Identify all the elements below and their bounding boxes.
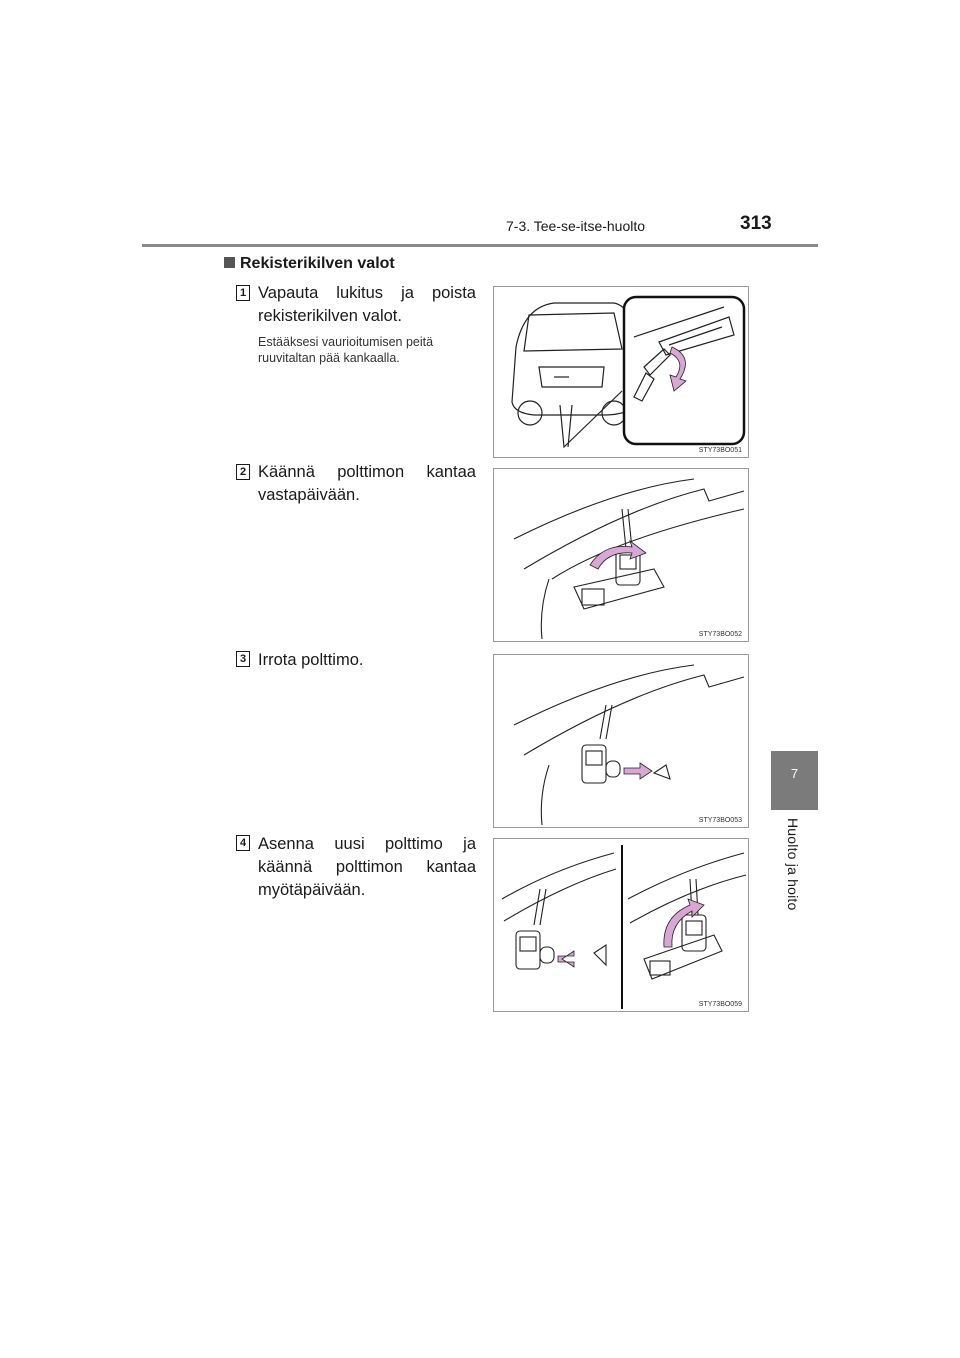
figure-code-2: STY73BO052 bbox=[698, 631, 742, 638]
step-2-text: Käännä polttimon kantaa vastapäivään. bbox=[258, 461, 476, 507]
illustration-remove-bulb bbox=[513, 664, 745, 826]
figure-code-1: STY73BO051 bbox=[698, 447, 742, 454]
step-3-line-1: Irrota polttimo. bbox=[258, 651, 364, 669]
section-title: 7-3. Tee-se-itse-huolto bbox=[506, 218, 646, 234]
step-2-line-2: vastapäivään. bbox=[258, 486, 360, 504]
figure-step-2: STY73BO052 bbox=[493, 468, 749, 642]
page-number: 313 bbox=[740, 213, 772, 234]
step-3-text: Irrota polttimo. bbox=[258, 649, 476, 672]
step-4-line-3: myötäpäivään. bbox=[258, 881, 366, 899]
step-number-4: 4 bbox=[236, 835, 250, 851]
chapter-tab: 7 bbox=[771, 751, 818, 810]
step-1-text: Vapauta lukitus ja poista rekisterikilve… bbox=[258, 282, 476, 328]
figure-step-3: STY73BO053 bbox=[493, 654, 749, 828]
step-2-line-1: Käännä polttimon kantaa bbox=[258, 463, 476, 481]
figure-code-4: STY73BO059 bbox=[698, 1001, 742, 1008]
step-4-line-1: Asenna uusi polttimo ja bbox=[258, 835, 476, 853]
step-4-line-2: käännä polttimon kantaa bbox=[258, 858, 476, 876]
bullet-square-icon bbox=[224, 257, 235, 268]
figure-step-1: STY73BO051 bbox=[493, 286, 749, 458]
figure-code-3: STY73BO053 bbox=[698, 817, 742, 824]
step-number-1: 1 bbox=[236, 285, 250, 301]
section-heading-text: Rekisterikilven valot bbox=[240, 255, 395, 272]
step-number-2: 2 bbox=[236, 464, 250, 480]
header-divider bbox=[142, 244, 818, 247]
illustration-turn-bulb-base bbox=[513, 478, 745, 640]
step-4-text: Asenna uusi polttimo ja käännä polttimon… bbox=[258, 833, 476, 902]
step-1-line-1: Vapauta lukitus ja poista bbox=[258, 284, 476, 302]
illustration-plate-light-removal bbox=[511, 295, 746, 449]
step-1-note: Estääksesi vaurioitumisen peitä ruuvital… bbox=[258, 335, 434, 365]
step-number-3: 3 bbox=[236, 651, 250, 667]
section-heading: Rekisterikilven valot bbox=[224, 255, 395, 273]
illustration-install-bulb bbox=[501, 845, 747, 1009]
step-1-line-2: rekisterikilven valot. bbox=[258, 307, 402, 325]
chapter-label: Huolto ja hoito bbox=[785, 818, 801, 911]
figure-step-4: STY73BO059 bbox=[493, 838, 749, 1012]
